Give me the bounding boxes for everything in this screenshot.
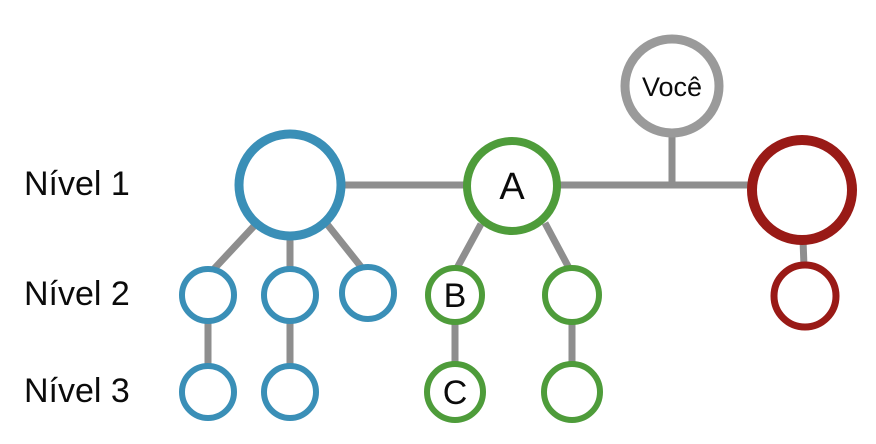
node-circle-blue-l3-2[interactable]	[261, 363, 319, 421]
level-labels-layer: Nível 1 Nível 2 Nível 3	[24, 165, 130, 410]
node-circle-green-l3-c[interactable]	[424, 361, 486, 423]
edges-layer	[204, 133, 808, 367]
node-circle-blue-l3-1[interactable]	[179, 363, 237, 421]
node-blue-l1[interactable]	[234, 129, 346, 241]
node-green-l3-c[interactable]: C	[424, 361, 486, 423]
connector-line	[453, 222, 485, 270]
connector-line	[324, 221, 365, 271]
level-label-level-3: Nível 3	[24, 372, 130, 410]
node-blue-l2-1[interactable]	[179, 266, 237, 324]
node-circle-green-l3-2[interactable]	[541, 361, 603, 423]
node-circle-blue-l2-1[interactable]	[179, 266, 237, 324]
node-label-green-l2-b: B	[444, 277, 467, 315]
node-blue-l2-3[interactable]	[339, 264, 397, 322]
level-label-level-2: Nível 2	[24, 275, 130, 313]
node-circle-green-l2-2[interactable]	[542, 265, 602, 325]
node-circle-red-l1[interactable]	[747, 135, 857, 245]
node-circle-blue-l2-3[interactable]	[339, 264, 397, 322]
node-you[interactable]: Você	[620, 34, 724, 138]
node-circle-green-l1-a[interactable]	[463, 137, 561, 235]
node-circle-blue-l1[interactable]	[234, 129, 346, 241]
node-green-l3-2[interactable]	[541, 361, 603, 423]
node-circle-green-l2-b[interactable]	[425, 265, 485, 325]
node-label-you: Você	[642, 72, 702, 102]
node-label-green-l3-c: C	[443, 374, 468, 412]
node-green-l1-a[interactable]: A	[463, 137, 561, 235]
node-blue-l3-1[interactable]	[179, 363, 237, 421]
connector-line	[210, 222, 258, 273]
node-circle-you[interactable]	[620, 34, 724, 138]
connector-line	[541, 221, 573, 270]
level-label-level-1: Nível 1	[24, 165, 130, 203]
node-label-green-l1-a: A	[499, 166, 525, 208]
node-red-l1[interactable]	[747, 135, 857, 245]
node-blue-l2-2[interactable]	[261, 266, 319, 324]
node-green-l2-2[interactable]	[542, 265, 602, 325]
node-circle-red-l2[interactable]	[770, 261, 840, 331]
node-green-l2-b[interactable]: B	[425, 265, 485, 325]
node-red-l2[interactable]	[770, 261, 840, 331]
node-circle-blue-l2-2[interactable]	[261, 266, 319, 324]
node-blue-l3-2[interactable]	[261, 363, 319, 421]
